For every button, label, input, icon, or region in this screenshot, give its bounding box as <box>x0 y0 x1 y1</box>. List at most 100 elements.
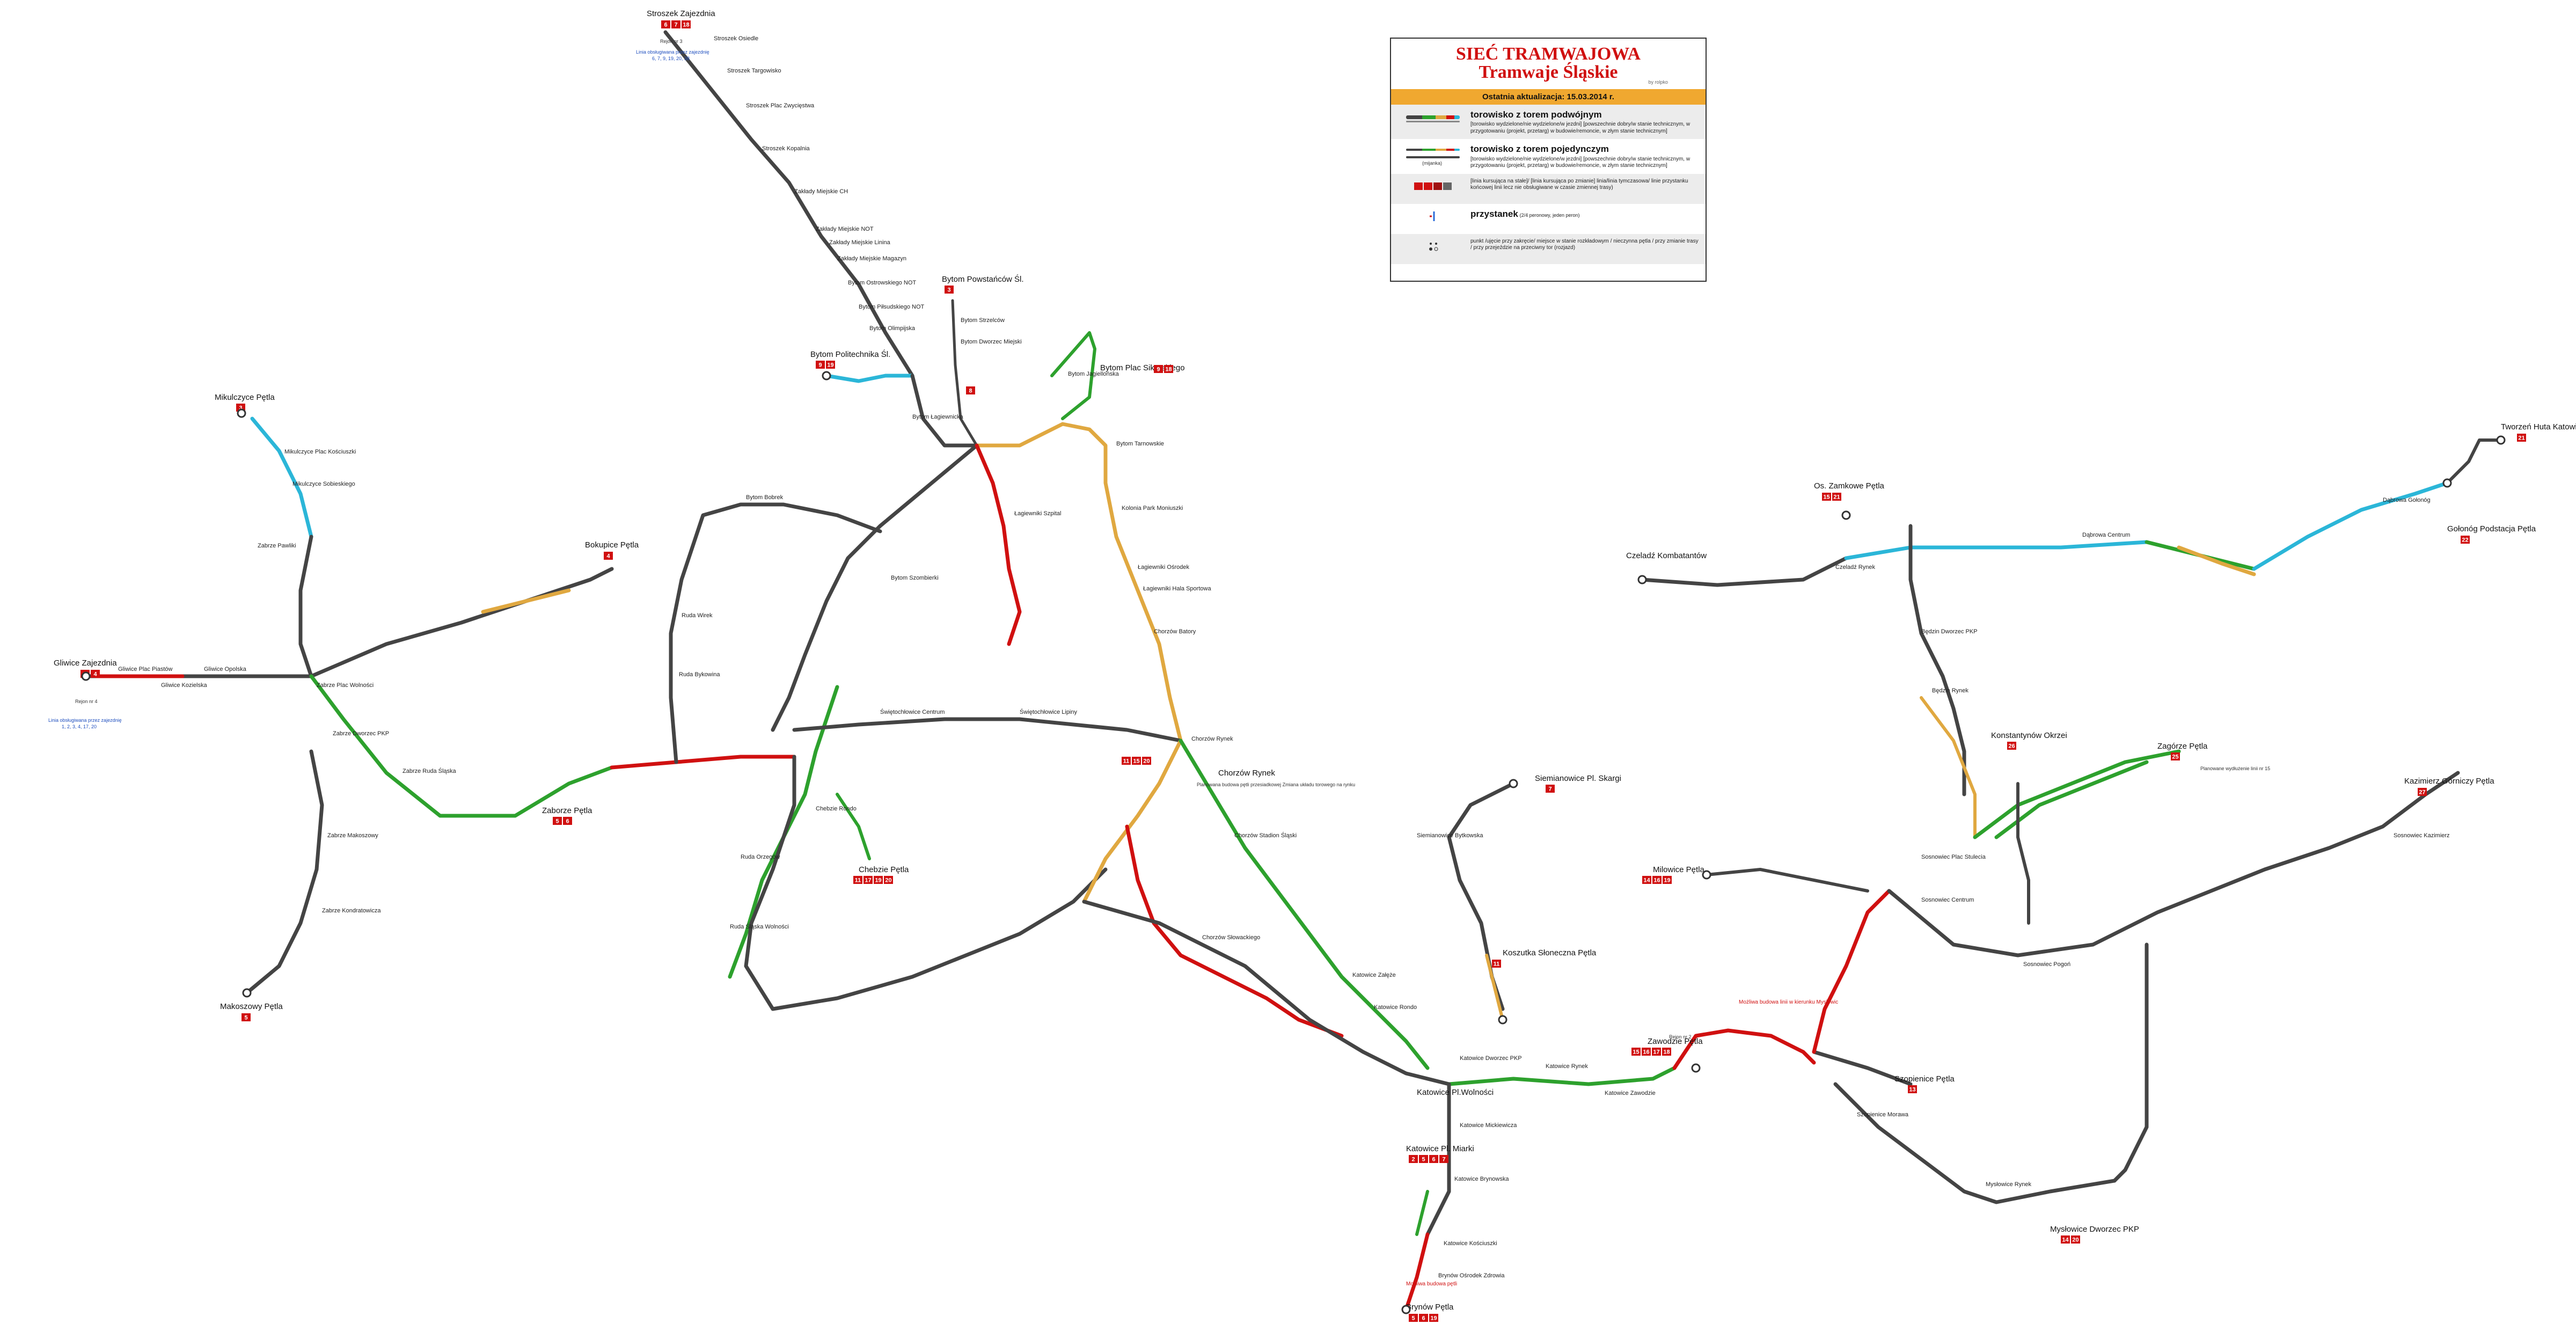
line-badge-box <box>966 386 975 394</box>
terminal-konstantynow: Konstantynów Okrzei <box>1991 731 2067 740</box>
line-badge-zagorze-25: 25 <box>2171 752 2180 760</box>
line-badge-number: 18 <box>1165 367 1172 373</box>
line-badge-box <box>1429 1314 1438 1322</box>
line-badge-box <box>2071 1235 2080 1244</box>
line-badge-number: 11 <box>1123 758 1130 765</box>
stop-label: Bytom Szombierki <box>891 575 939 581</box>
legend-update-date: Ostatnia aktualizacja: 15.03.2014 r. <box>1391 89 1706 105</box>
terminal-loop-mark <box>2496 435 2506 445</box>
line-badge-brynow-6: 6 <box>1419 1314 1428 1322</box>
terminal-milowice: Milowice Pętla <box>1653 865 1705 874</box>
legend-row-points: punkt /ujęcie przy zakręcie/ miejsce w s… <box>1391 233 1706 264</box>
line-badge-box <box>553 817 562 825</box>
line-badge-piekary-8: 8 <box>966 386 975 394</box>
line-badges-symbol <box>1395 178 1470 200</box>
track-ruda-red <box>610 755 796 770</box>
legend-stop-mark <box>1430 211 1435 221</box>
line-badge-number: 6 <box>664 22 667 28</box>
depot-note: Rejon nr 4 <box>75 699 98 704</box>
stop-label: Chorzów Stadion Śląski <box>1234 832 1297 839</box>
terminal-dots <box>81 371 2506 1314</box>
line-badge-number: 19 <box>827 362 833 369</box>
line-badge-number: 6 <box>1432 1157 1435 1163</box>
line-badge-number: 21 <box>1833 494 1840 501</box>
line-badge-chebzie-19: 19 <box>874 876 883 884</box>
track-sosnowiec-east <box>1887 771 2460 957</box>
track-chorzow-south <box>1082 738 1183 904</box>
line-badge-box <box>1642 1048 1651 1056</box>
track-golonog <box>2252 481 2449 571</box>
terminal-bytom-sikorskiego: Bytom Plac Sikorskiego <box>1100 363 1185 372</box>
line-badge-box <box>1439 1155 1448 1163</box>
track-bytom-leginy <box>771 443 979 732</box>
line-badge-number: 9 <box>818 362 822 369</box>
stop-label: Ruda Śląska Wolności <box>730 923 789 930</box>
line-badge-number: 11 <box>1494 961 1500 968</box>
terminal-loop-mark <box>237 408 246 418</box>
track-bytom-politechnika <box>824 374 914 383</box>
line-badge-milowice-19: 19 <box>1663 876 1672 884</box>
track-siemianowice <box>1447 781 1516 1011</box>
line-badge-zaborze-5: 5 <box>553 817 562 825</box>
line-badge-box <box>1419 1314 1428 1322</box>
stop-label: Łagiewniki Ośrodek <box>1138 564 1189 571</box>
line-badge-box <box>884 876 893 884</box>
depot-note-blue: 1, 2, 3, 4, 17, 20 <box>62 724 97 729</box>
legend-title: SIEĆ TRAMWAJOWA <box>1455 44 1641 64</box>
terminal-loop-mark <box>1841 510 1851 520</box>
terminal-stroszek: Stroszek Zajezdnia <box>647 9 715 18</box>
passing-loop-label: (mijanka) <box>1422 160 1443 166</box>
stop-label: Katowice Brynowska <box>1454 1176 1509 1182</box>
line-badge-chebzie-20: 20 <box>884 876 893 884</box>
line-badge-box <box>91 670 100 678</box>
line-badge-number: 20 <box>885 877 891 884</box>
line-badge-number: 18 <box>1663 1049 1670 1056</box>
line-badge-box <box>2171 752 2180 760</box>
line-badge-number: 18 <box>683 22 689 28</box>
line-badge-box <box>874 876 883 884</box>
stop-label: Ruda Wirek <box>682 612 713 619</box>
line-badge-milowice-14: 14 <box>1642 876 1651 884</box>
line-badge-number: 5 <box>244 1015 247 1021</box>
stop-label: Świętochłowice Lipiny <box>1020 708 1077 715</box>
stop-label: Stroszek Targowisko <box>727 68 781 74</box>
stop-label: Stroszek Plac Zwycięstwa <box>746 103 815 109</box>
stop-label: Bytom Strzelców <box>961 317 1005 324</box>
line-badge-brynow-5: 5 <box>1409 1314 1418 1322</box>
track-brynow-green <box>1415 1190 1429 1236</box>
line-badge-stroszek-7: 7 <box>671 20 680 28</box>
line-badge-chorzow-20: 20 <box>1142 757 1151 765</box>
line-badge-box <box>682 20 691 28</box>
stop-label: Zabrze Ruda Śląska <box>402 767 457 774</box>
stop-label: Katowice Załęże <box>1352 972 1396 978</box>
terminal-golonog: Gołonóg Podstacja Pętla <box>2447 524 2536 533</box>
terminal-loop-mark <box>822 371 831 381</box>
line-badge-chorzow-15: 15 <box>1132 757 1141 765</box>
stop-label: Sosnowiec Pogoń <box>2023 961 2070 968</box>
track-chorzow-red <box>1125 824 1344 1038</box>
stop-label: Katowice Kościuszki <box>1444 1240 1497 1247</box>
stop-label: Zabrze Plac Wolności <box>317 682 374 689</box>
terminal-loop-mark <box>81 671 91 681</box>
line-badge-box <box>2418 788 2427 796</box>
zawodzie-note: Rejon nr 2 <box>1669 1034 1692 1040</box>
line-badge-kazimierz-27: 27 <box>2418 788 2427 796</box>
stop-label: Bytom Piłsudskiego NOT <box>859 304 925 310</box>
stop-label: Zabrze Kondratowicza <box>322 908 381 914</box>
line-badge-box <box>1652 1048 1661 1056</box>
legend-subtitle: Tramwaje Śląskie <box>1479 62 1618 82</box>
points-symbol <box>1395 238 1470 260</box>
stop-label: Brynów Ośrodek Zdrowia <box>1438 1273 1505 1279</box>
track-layer <box>84 30 2502 1312</box>
stop-label: Katowice Zawodzie <box>1605 1090 1656 1096</box>
line-badge-bytom_polod-19: 19 <box>826 361 835 369</box>
single-track-symbol: (mijanka) <box>1395 143 1470 166</box>
line-badge-bytom_polod-9: 9 <box>816 361 825 369</box>
line-badge-szopienice-13: 13 <box>1908 1085 1917 1093</box>
line-badge-box <box>1662 1048 1671 1056</box>
line-badge-number: 14 <box>2062 1237 2069 1244</box>
line-badge-box <box>816 361 825 369</box>
stop-label: Katowice Dworzec PKP <box>1460 1055 1522 1062</box>
double-track-symbol <box>1395 109 1470 130</box>
line-badge-number: 16 <box>1653 877 1660 884</box>
